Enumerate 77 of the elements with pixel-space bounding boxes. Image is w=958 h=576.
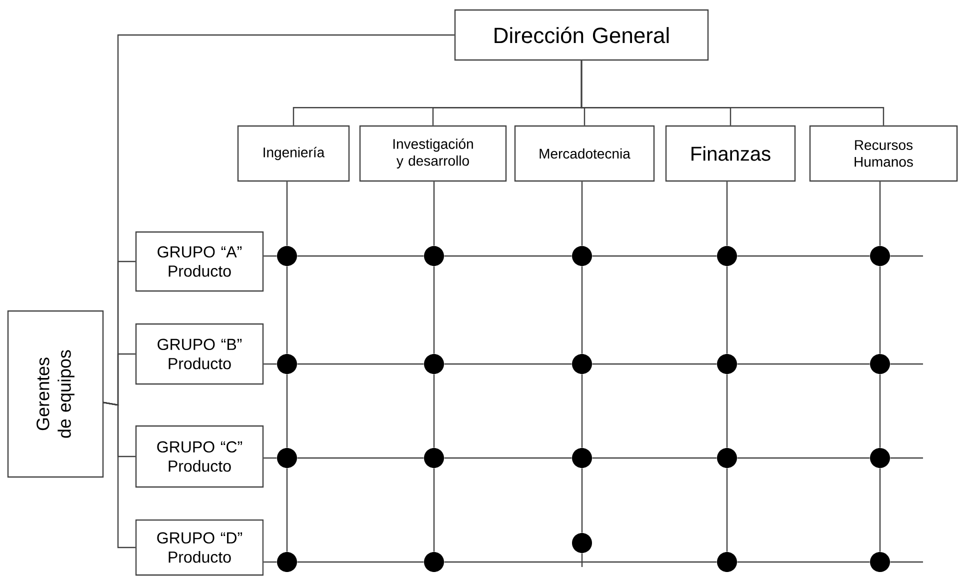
org-box: Investigación y desarrollo <box>359 125 507 182</box>
org-box: Recursos Humanos <box>809 125 958 182</box>
connector-line <box>737 255 870 257</box>
connector-line <box>879 266 881 354</box>
connector-line <box>297 363 424 365</box>
connector-line <box>581 182 583 246</box>
org-box: GRUPO “C” Producto <box>135 425 264 488</box>
junction-dot <box>277 448 297 468</box>
connector-line <box>879 374 881 448</box>
connector-line <box>297 255 424 257</box>
connector-line <box>726 468 728 552</box>
connector-line <box>264 457 277 459</box>
connector-line <box>433 468 435 552</box>
org-box: Gerentes de equipos <box>7 310 104 478</box>
connector-line <box>264 363 277 365</box>
connector-line <box>444 457 572 459</box>
connector-line <box>444 363 572 365</box>
connector-line <box>297 457 424 459</box>
connector-line <box>726 182 728 246</box>
org-box: Ingeniería <box>237 125 350 182</box>
connector-line <box>592 457 717 459</box>
connector-line <box>580 60 884 126</box>
connector-line <box>286 182 288 246</box>
connector-line <box>592 363 717 365</box>
connector-line <box>581 553 583 567</box>
connector-line <box>104 402 136 548</box>
junction-dot <box>717 354 737 374</box>
junction-dot <box>717 448 737 468</box>
junction-dot <box>870 354 890 374</box>
connector-line <box>890 561 923 563</box>
connector-line <box>581 468 583 533</box>
junction-dot <box>572 246 592 266</box>
connector-line <box>737 457 870 459</box>
junction-dot <box>572 448 592 468</box>
connector-line <box>879 182 881 246</box>
connector-line <box>879 468 881 552</box>
connector-line <box>433 182 435 246</box>
connector-line <box>726 374 728 448</box>
junction-dot <box>870 448 890 468</box>
org-box: Mercadotecnia <box>514 125 655 182</box>
connector-line <box>890 457 923 459</box>
junction-dot <box>424 246 444 266</box>
connector-line <box>264 561 277 563</box>
connector-line <box>297 561 424 563</box>
connector-line <box>581 374 583 448</box>
junction-dot <box>277 246 297 266</box>
junction-dot <box>277 552 297 572</box>
connector-line <box>264 255 277 257</box>
junction-dot <box>424 552 444 572</box>
org-box: Finanzas <box>665 125 796 182</box>
junction-dot <box>870 552 890 572</box>
connector-line <box>890 255 923 257</box>
junction-dot <box>572 533 592 553</box>
connector-line <box>433 374 435 448</box>
connector-line <box>286 374 288 448</box>
junction-dot <box>717 552 737 572</box>
connector-line <box>737 363 870 365</box>
connector-line <box>890 363 923 365</box>
org-box: GRUPO “A” Producto <box>135 231 264 292</box>
connector-line <box>286 468 288 552</box>
connector-line <box>433 266 435 354</box>
junction-dot <box>572 354 592 374</box>
connector-line <box>444 561 717 563</box>
junction-dot <box>424 448 444 468</box>
connector-line <box>726 266 728 354</box>
connector-line <box>581 266 583 354</box>
junction-dot <box>717 246 737 266</box>
junction-dot <box>424 354 444 374</box>
junction-dot <box>870 246 890 266</box>
connector-line <box>592 255 717 257</box>
connector-line <box>444 255 572 257</box>
connector-line <box>286 266 288 354</box>
org-box: GRUPO “D” Producto <box>135 519 264 576</box>
connector-line <box>737 561 870 563</box>
org-box: Dirección General <box>454 9 709 61</box>
junction-dot <box>277 354 297 374</box>
org-box: GRUPO “B” Producto <box>135 323 264 385</box>
